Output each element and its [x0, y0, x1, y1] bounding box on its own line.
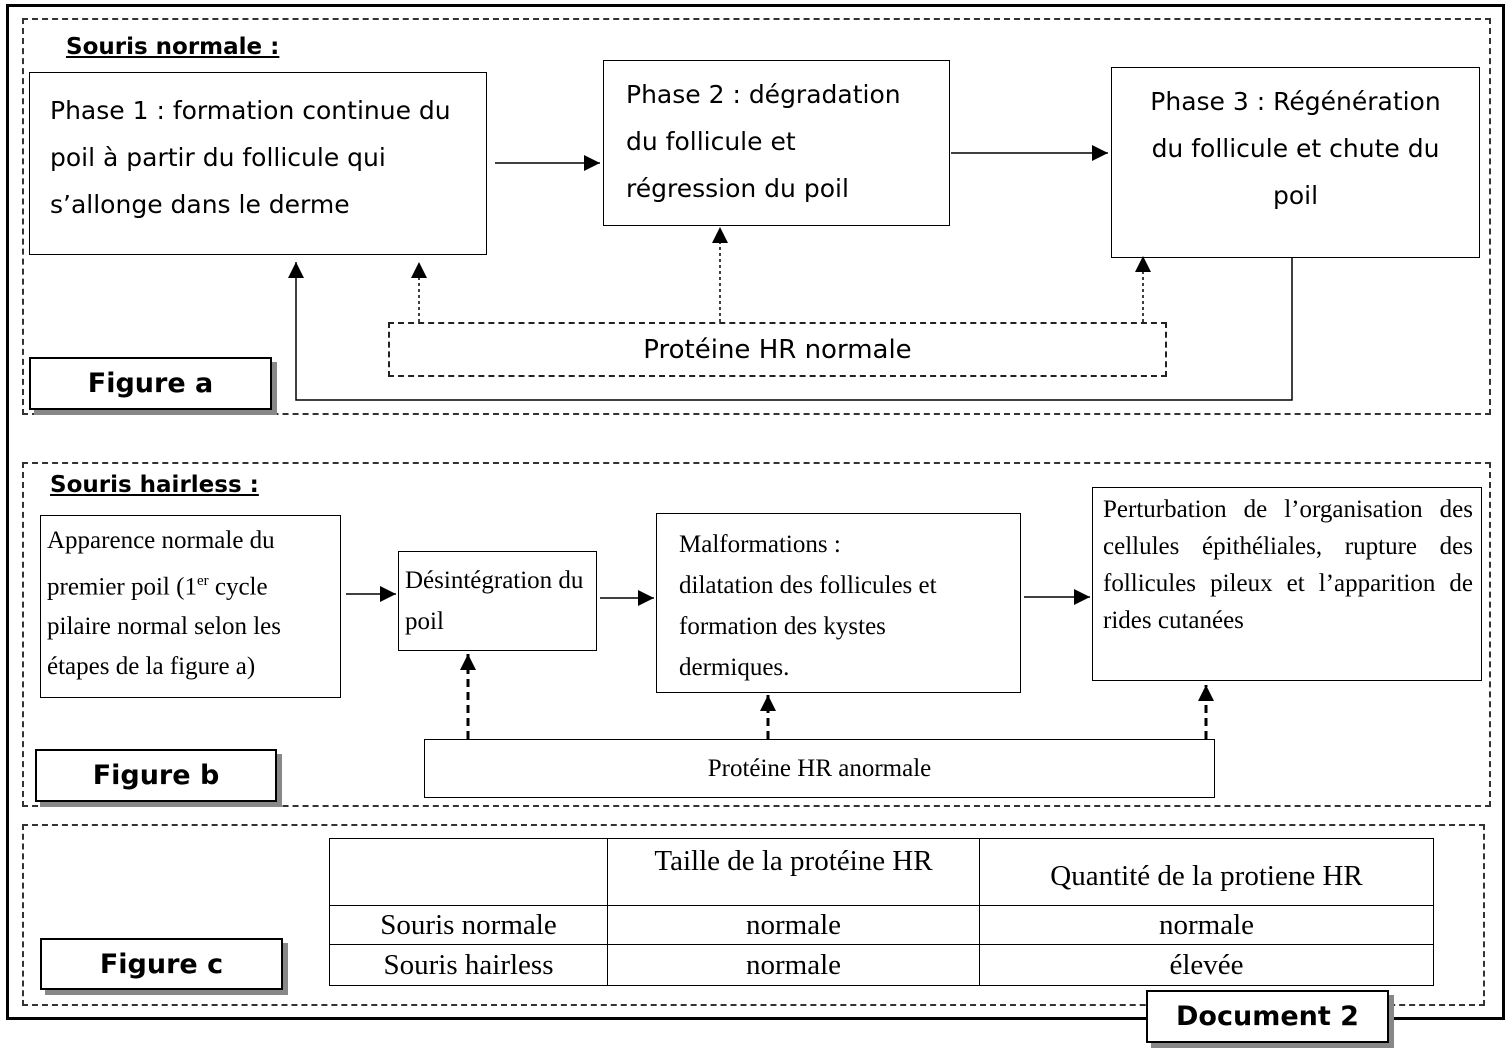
figure-b-panel — [22, 462, 1491, 807]
normal-first-hair-text-1: Apparence normale du premier poil (1 — [47, 527, 275, 601]
phase3-box: Phase 3 : Régénération du follicule et c… — [1111, 67, 1480, 258]
malformations-title: Malformations : — [679, 531, 841, 558]
phase1-box: Phase 1 : formation continue du poil à p… — [29, 72, 487, 255]
perturbation-box: Perturbation de l’organisation des cellu… — [1092, 487, 1482, 681]
table-header-cell: Taille de la protéine HR — [607, 837, 980, 907]
figure-a-panel — [22, 18, 1491, 415]
figure-b-label-text: Figure b — [92, 760, 220, 791]
malformations-body: dilatation des follicules et formation d… — [679, 572, 937, 681]
malformations-box: Malformations : dilatation des follicule… — [656, 513, 1021, 693]
protein-hr-normal-label: Protéine HR normale — [643, 334, 912, 365]
table-header-cell: Quantité de la protiene HR — [979, 837, 1434, 907]
table-cell: élevée — [979, 944, 1434, 986]
figure-a-label: Figure a — [29, 357, 272, 410]
figure-b-label: Figure b — [35, 749, 277, 802]
table-cell: normale — [607, 905, 980, 946]
phase2-box: Phase 2 : dégradation du follicule et ré… — [603, 60, 950, 226]
figure-c-label-text: Figure c — [99, 948, 224, 980]
document-frame — [6, 4, 1505, 1020]
section-title-hairless: Souris hairless : — [50, 472, 259, 498]
table-cell: normale — [607, 944, 980, 986]
document-label-text: Document 2 — [1176, 1001, 1359, 1032]
comparison-table: Taille de la protéine HR Quantité de la … — [329, 837, 1434, 986]
figure-c-label: Figure c — [40, 938, 283, 990]
figure-a-label-text: Figure a — [87, 368, 214, 399]
normal-first-hair-text-2: cycle pilaire normal selon les étapes de… — [47, 573, 281, 681]
table-header-row: Taille de la protéine HR Quantité de la … — [329, 837, 1434, 907]
disintegration-box: Désintégration du poil — [398, 551, 597, 651]
normal-first-hair-box: Apparence normale du premier poil (1er c… — [40, 515, 341, 698]
table-header-cell — [329, 837, 608, 907]
protein-hr-abnormal-box: Protéine HR anormale — [424, 739, 1215, 798]
table-row: Souris hairless normale élevée — [329, 944, 1434, 986]
table-cell: Souris hairless — [329, 944, 608, 986]
arrow-phase3-to-phase1-loop — [288, 258, 1293, 401]
protein-hr-abnormal-label: Protéine HR anormale — [707, 754, 932, 782]
document-label: Document 2 — [1146, 990, 1389, 1043]
comparison-table-wrap: Taille de la protéine HR Quantité de la … — [329, 837, 1434, 986]
protein-hr-normal-box: Protéine HR normale — [388, 322, 1167, 377]
figure-c-panel — [22, 824, 1485, 1006]
section-title-normal: Souris normale : — [66, 34, 280, 60]
superscript-er: er — [196, 573, 209, 589]
